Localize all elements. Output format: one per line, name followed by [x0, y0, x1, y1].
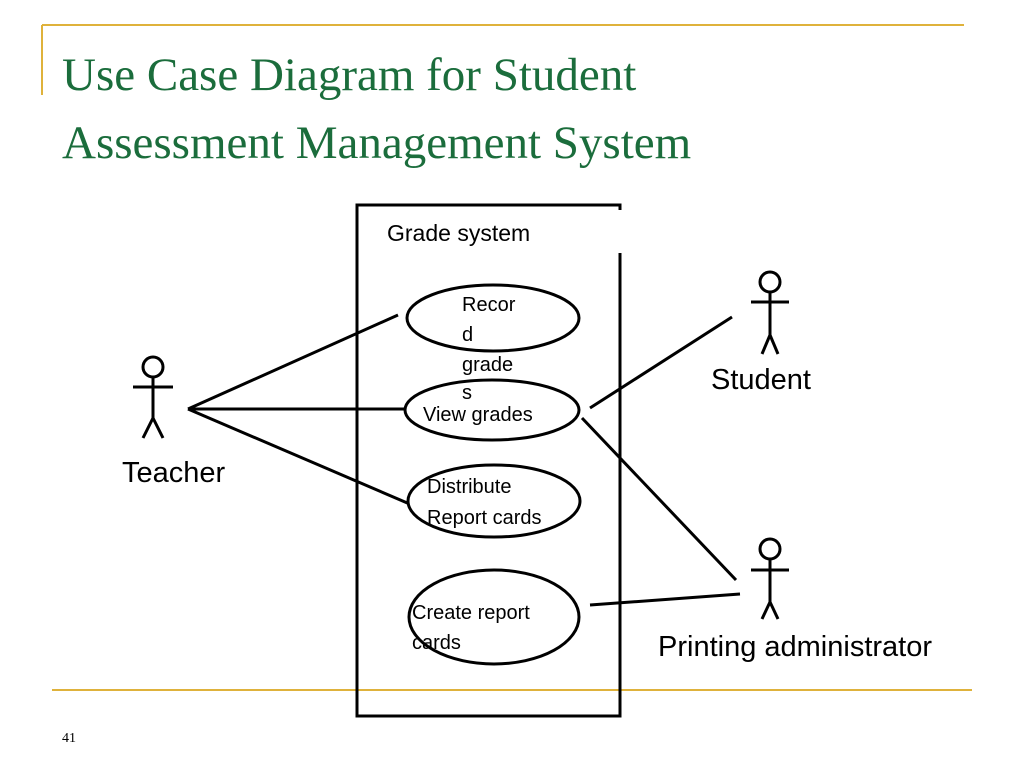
use-case-view-grades-shape — [403, 378, 581, 442]
create-label-line-1: Create report — [412, 602, 530, 624]
distribute-label-line-1: Distribute — [427, 476, 511, 498]
slide-title-line-1: Use Case Diagram for Student — [62, 49, 636, 101]
actor-student-label: Student — [711, 364, 811, 396]
actor-printing-administrator: Printing administrator — [658, 537, 932, 663]
use-case-view-grades: s View grades — [403, 378, 581, 442]
actor-printing-administrator-label: Printing administrator — [658, 631, 932, 663]
slide-title-line-2: Assessment Management System — [62, 117, 691, 169]
printing-administrator-stick-figure-icon — [751, 537, 789, 620]
use-case-create-label: Create report cards — [412, 602, 535, 654]
use-case-view-grades-label: View grades — [423, 404, 533, 426]
system-boundary-box — [355, 203, 622, 718]
record-label-line-3: grade — [462, 354, 513, 376]
student-stick-figure-icon — [751, 270, 789, 355]
system-boundary: Grade system — [355, 203, 625, 718]
system-label: Grade system — [387, 220, 530, 246]
use-case-distribute-report-cards: Distribute Report cards — [406, 463, 582, 539]
use-case-create-shape — [407, 568, 581, 666]
assoc-teacher-distribute — [187, 407, 413, 507]
page-number: 41 — [62, 731, 76, 746]
system-boundary-gap — [615, 210, 625, 253]
teacher-stick-figure-icon — [133, 355, 173, 439]
use-case-create-report-cards: Create report cards — [407, 568, 581, 666]
create-label-line-2: cards — [412, 632, 461, 654]
actor-teacher: Teacher — [122, 355, 226, 489]
use-case-record-grades: Recor d grade — [405, 283, 581, 376]
use-case-distribute-label: Distribute Report cards — [427, 476, 542, 529]
record-label-line-1: Recor — [462, 294, 516, 316]
actor-student: Student — [711, 270, 811, 396]
associations — [187, 313, 741, 607]
slide-title: Use Case Diagram for Student Assessment … — [62, 49, 691, 169]
distribute-label-line-2: Report cards — [427, 507, 542, 529]
use-case-record-grades-shape — [405, 283, 581, 353]
assoc-student-view — [589, 315, 733, 410]
assoc-admin-view — [580, 416, 738, 582]
record-label-line-4: s — [462, 382, 472, 404]
record-label-line-2: d — [462, 324, 473, 346]
assoc-admin-create — [589, 592, 741, 607]
assoc-teacher-record — [187, 313, 399, 411]
use-case-record-grades-label: Recor d grade — [462, 294, 521, 376]
actor-teacher-label: Teacher — [122, 457, 226, 489]
use-case-distribute-shape — [406, 463, 582, 539]
